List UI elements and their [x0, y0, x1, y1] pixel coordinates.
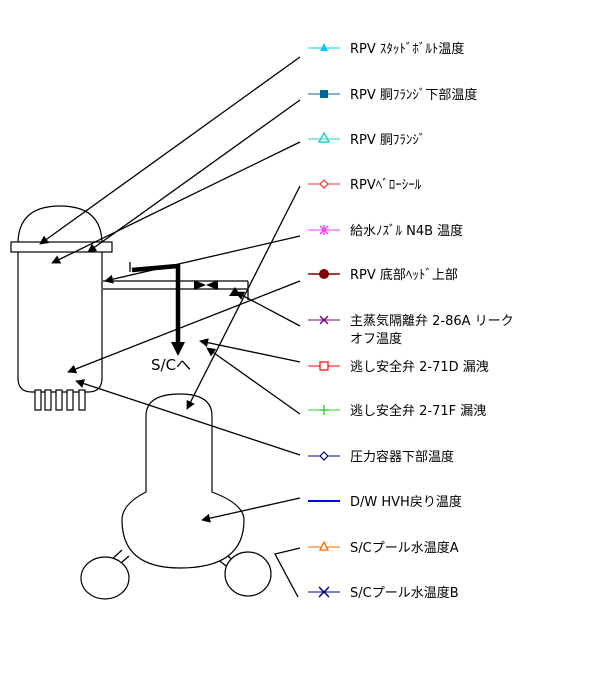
- legend-item: 圧力容器下部温度: [308, 449, 454, 465]
- legend-label: 主蒸気隔離弁 2-86A リーク: [350, 313, 514, 329]
- leader-arrows: [39, 56, 301, 598]
- legend-item: 主蒸気隔離弁 2-86A リーク オフ温度: [308, 313, 514, 347]
- filled-circle-icon: [319, 269, 329, 279]
- legend-item: S/Cプール水温度A: [308, 540, 459, 556]
- legend-item: RPV 胴ﾌﾗﾝｼﾞ: [308, 131, 425, 148]
- containment-vessel: [80, 393, 272, 600]
- legend-item: RPV 底部ﾍｯﾄﾞ上部: [308, 267, 458, 283]
- legend-item: RPV ｽﾀｯﾄﾞﾎﾞﾙﾄ温度: [308, 41, 464, 57]
- open-diamond-icon: [319, 451, 329, 461]
- legend-item: RPVﾍﾞﾛｰｼｰﾙ: [308, 178, 422, 193]
- x-icon: [319, 315, 329, 325]
- legend-item: 給水ﾉｽﾞﾙ N4B 温度: [308, 223, 463, 239]
- legend-item: 逃し安全弁 2-71F 漏洩: [308, 403, 486, 419]
- legend-item: D/W HVH戻り温度: [308, 494, 462, 510]
- legend-item: RPV 胴ﾌﾗﾝｼﾞ下部温度: [308, 87, 477, 103]
- legend-label: D/W HVH戻り温度: [350, 494, 462, 510]
- star-icon: [319, 225, 329, 235]
- legend-label: S/Cプール水温度B: [350, 585, 459, 601]
- legend-item: S/Cプール水温度B: [308, 585, 459, 601]
- sc-label: S/Cへ: [151, 356, 191, 374]
- plus-icon: [319, 405, 329, 415]
- legend-label: RPVﾍﾞﾛｰｼｰﾙ: [350, 178, 422, 193]
- legend-item: 逃し安全弁 2-71D 漏洩: [308, 359, 489, 375]
- x-icon: [318, 586, 330, 598]
- open-diamond-icon: [319, 179, 329, 189]
- legend-label: 圧力容器下部温度: [350, 449, 454, 465]
- open-square-icon: [319, 361, 329, 371]
- rpv-vessel: [10, 205, 113, 411]
- legend-label: RPV 底部ﾍｯﾄﾞ上部: [350, 267, 458, 283]
- legend-label-line2: オフ温度: [350, 331, 402, 347]
- legend: RPV ｽﾀｯﾄﾞﾎﾞﾙﾄ温度 RPV 胴ﾌﾗﾝｼﾞ下部温度 RPV 胴ﾌﾗﾝｼ…: [308, 41, 514, 601]
- legend-label: 給水ﾉｽﾞﾙ N4B 温度: [350, 223, 463, 239]
- open-triangle-icon: [317, 131, 331, 143]
- legend-label: 逃し安全弁 2-71D 漏洩: [350, 359, 489, 375]
- legend-label: 逃し安全弁 2-71F 漏洩: [350, 403, 486, 419]
- legend-label: RPV ｽﾀｯﾄﾞﾎﾞﾙﾄ温度: [350, 41, 464, 57]
- legend-label: RPV 胴ﾌﾗﾝｼﾞ下部温度: [350, 87, 477, 103]
- legend-label: S/Cプール水温度A: [350, 540, 459, 556]
- filled-square-icon: [320, 90, 328, 98]
- open-triangle-icon: [318, 540, 330, 551]
- filled-triangle-icon: [320, 43, 328, 51]
- legend-label: RPV 胴ﾌﾗﾝｼﾞ: [350, 133, 425, 148]
